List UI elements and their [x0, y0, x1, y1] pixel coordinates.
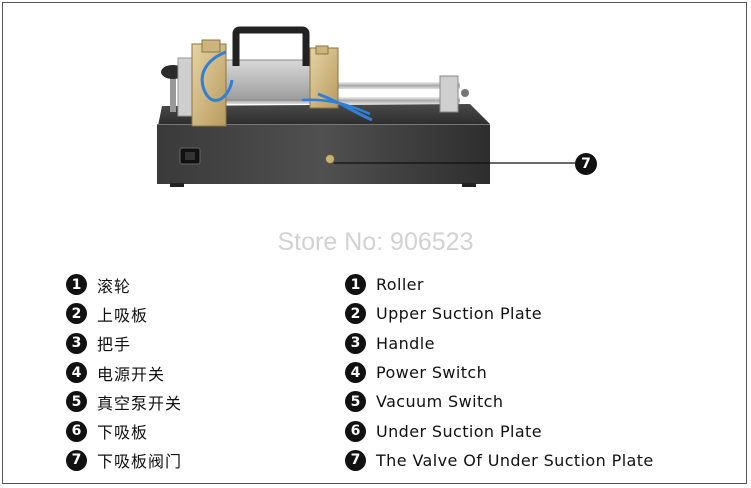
laminating-machine-illustration [157, 26, 575, 187]
legend-item: 5 真空泵开关 [66, 387, 182, 416]
legend-item: 6 Under Suction Plate [345, 416, 654, 445]
legend-label: Vacuum Switch [376, 392, 504, 412]
legend-label: Handle [376, 333, 435, 353]
legend-item: 7 下吸板阀门 [66, 446, 182, 475]
base-front [157, 124, 490, 184]
base-top [158, 104, 490, 126]
upper-suction-plate [209, 59, 329, 101]
legend-label: Power Switch [376, 363, 488, 383]
air-tube-left [200, 50, 234, 102]
number-badge: 6 [345, 420, 366, 442]
legend-label: 下吸板 [97, 423, 149, 443]
legend-item: 4 电源开关 [66, 358, 182, 387]
legend-label: Roller [376, 275, 424, 295]
legend-item: 4 Power Switch [345, 358, 654, 387]
number-badge: 4 [345, 362, 366, 384]
legend-label: 下吸板阀门 [97, 452, 183, 472]
number-badge: 3 [345, 332, 366, 354]
legend-item: 2 Upper Suction Plate [345, 299, 654, 328]
legend-item: 1 Roller [345, 270, 654, 299]
legend-item: 5 Vacuum Switch [345, 387, 654, 416]
roller-block-right [309, 47, 339, 109]
number-badge: 1 [66, 274, 87, 296]
roller-block-left [191, 43, 227, 127]
legend-label: 电源开关 [97, 364, 166, 384]
number-badge: 3 [66, 332, 87, 354]
number-badge: 6 [66, 420, 87, 442]
legend-chinese: 1 滚轮 2 上吸板 3 把手 4 电源开关 5 真空泵开关 6 下吸板 7 下… [66, 270, 182, 475]
callout-number-7: 7 [575, 153, 597, 175]
number-badge: 2 [345, 303, 366, 325]
legend-item: 7 The Valve Of Under Suction Plate [345, 446, 654, 475]
legend-item: 6 下吸板 [66, 416, 182, 445]
legend-item: 1 滚轮 [66, 270, 182, 299]
store-watermark: Store No: 906523 [277, 228, 474, 256]
handle [232, 26, 310, 66]
valve-fitting [325, 154, 335, 164]
legend-label: The Valve Of Under Suction Plate [376, 450, 654, 470]
legend-item: 3 Handle [345, 329, 654, 358]
legend-label: 滚轮 [97, 276, 132, 296]
legend-item: 3 把手 [66, 329, 182, 358]
legend-label: Under Suction Plate [376, 421, 542, 441]
legend-item: 2 上吸板 [66, 299, 182, 328]
air-tube-right [317, 92, 373, 122]
number-badge: 5 [345, 391, 366, 413]
legend-english: 1 Roller 2 Upper Suction Plate 3 Handle … [345, 270, 654, 475]
number-badge: 7 [66, 449, 87, 471]
number-badge: 1 [345, 274, 366, 296]
number-badge: 7 [345, 449, 366, 471]
number-badge: 5 [66, 391, 87, 413]
legend-label: 真空泵开关 [97, 393, 183, 413]
legend-label: 上吸板 [97, 305, 149, 325]
legend-label: Upper Suction Plate [376, 304, 542, 324]
legend-label: 把手 [97, 335, 132, 355]
number-badge: 4 [66, 362, 87, 384]
number-badge: 2 [66, 303, 87, 325]
